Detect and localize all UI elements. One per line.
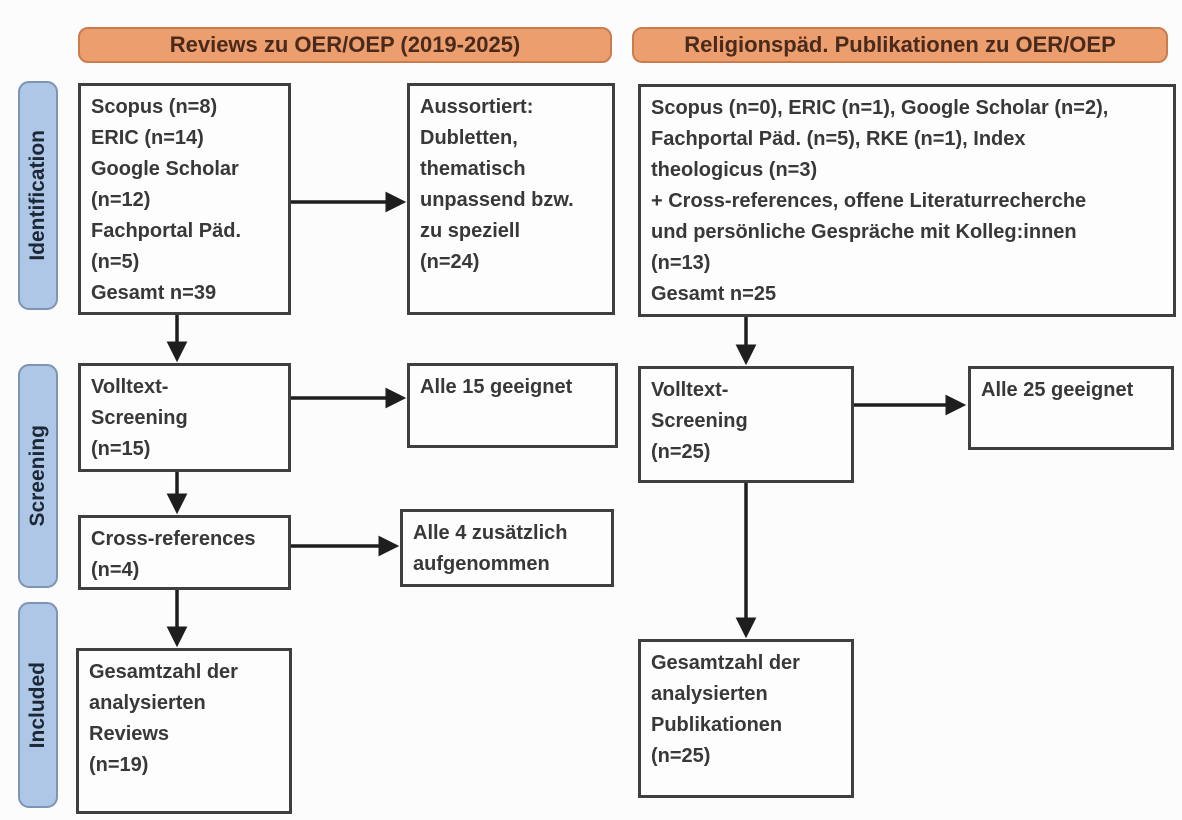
left-sources-box: Scopus (n=8) ERIC (n=14) Google Scholar … — [78, 83, 291, 315]
stage-label-included-text: Included — [26, 661, 49, 749]
column-header-religionspaed: Religionspäd. Publikationen zu OER/OEP — [632, 27, 1168, 63]
left-fulltext-result-box: Alle 15 geeignet — [407, 363, 618, 448]
right-fulltext-result-box: Alle 25 geeignet — [968, 366, 1174, 450]
right-included-total-box: Gesamtzahl der analysierten Publikatione… — [638, 639, 854, 798]
stage-label-identification-text: Identification — [26, 130, 49, 261]
left-included-total-box: Gesamtzahl der analysierten Reviews (n=1… — [76, 648, 292, 814]
left-excluded-box: Aussortiert: Dubletten, thematisch unpas… — [407, 83, 615, 315]
column-header-religionspaed-label: Religionspäd. Publikationen zu OER/OEP — [684, 32, 1116, 57]
column-header-reviews: Reviews zu OER/OEP (2019-2025) — [78, 27, 612, 63]
column-header-reviews-label: Reviews zu OER/OEP (2019-2025) — [169, 32, 521, 57]
right-sources-box: Scopus (n=0), ERIC (n=1), Google Scholar… — [638, 84, 1176, 317]
right-fulltext-screening-box: Volltext- Screening (n=25) — [638, 366, 854, 483]
stage-label-included: Included — [18, 602, 58, 808]
stage-label-identification: Identification — [18, 81, 58, 310]
left-fulltext-screening-box: Volltext- Screening (n=15) — [78, 363, 291, 472]
stage-label-screening: Screening — [18, 364, 58, 588]
left-cross-references-box: Cross-references (n=4) — [78, 515, 291, 590]
stage-label-screening-text: Screening — [26, 425, 49, 527]
left-cross-references-result-box: Alle 4 zusätzlich aufgenommen — [400, 509, 614, 587]
